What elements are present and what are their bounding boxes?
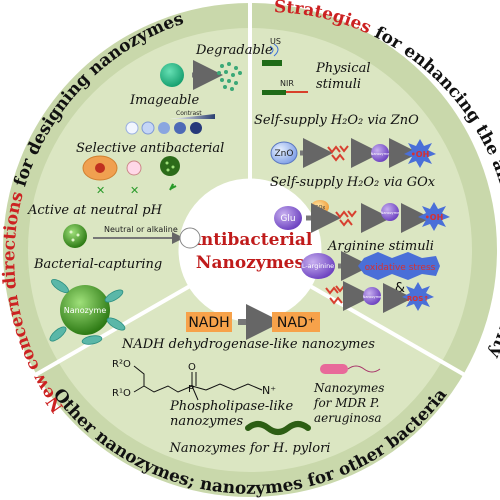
ultrasound-probe-icon xyxy=(262,60,282,66)
center-title-line1: Antibacterial xyxy=(187,230,313,250)
nanozyme-chip-1 xyxy=(371,144,389,162)
o-label: O xyxy=(188,362,196,373)
p-label: P xyxy=(188,384,194,395)
us-label: US xyxy=(270,37,281,46)
contrast-label: Contrast xyxy=(176,110,202,117)
p-aeruginosa-icon xyxy=(320,364,348,374)
zno-title: Self-supply H₂O₂ via ZnO xyxy=(254,113,419,128)
captured-bacteria-icons xyxy=(49,278,126,345)
selective-label: Selective antibacterial xyxy=(76,141,224,156)
nad-box xyxy=(272,312,320,332)
contrast-level-4-icon xyxy=(174,122,186,134)
neutral-alkaline-label: Neutral or alkaline xyxy=(104,225,178,234)
mdr-label-line1: Nanozymes xyxy=(313,381,384,395)
nadh-box xyxy=(186,312,232,332)
phospho-label-line1: Phospholipase-like xyxy=(169,399,293,414)
contrast-level-1-icon xyxy=(125,121,139,135)
bacterium-pink-icon xyxy=(126,160,142,176)
gox-title: Self-supply H₂O₂ via GOx xyxy=(270,175,436,190)
contrast-level-3-icon xyxy=(158,122,170,134)
n-label: N⁺ xyxy=(262,384,276,397)
glu-chip xyxy=(274,206,302,230)
phospholipid-structure-icon xyxy=(133,365,263,401)
center-circle xyxy=(178,178,322,322)
neutral-ph-label: Active at neutral pH xyxy=(27,203,163,218)
nanozyme-ball-label: Nanozyme xyxy=(64,306,107,315)
oh-label-2: •OH xyxy=(425,213,444,222)
hpylori-label: Nanozymes for H. pylori xyxy=(169,441,331,456)
divider-right xyxy=(309,284,471,380)
nir-label: NIR xyxy=(280,79,294,88)
degraded-dots-icon xyxy=(217,62,242,91)
gox-chip-label: GOx xyxy=(315,205,326,211)
nir-laser-icon xyxy=(262,90,286,95)
ultrasound-waves-icon xyxy=(269,43,279,57)
zno-chip-label: ZnO xyxy=(275,149,294,159)
check-mark-icon xyxy=(169,183,177,191)
ros-label: ROS↑ xyxy=(407,295,429,303)
larginine-chip-label: L-arginine xyxy=(302,262,334,270)
h-pylori-icon xyxy=(245,421,311,435)
h2o2-molecules-1-icon xyxy=(327,145,349,162)
oh-star-2-icon xyxy=(418,202,450,231)
physical-label-line1: Physical xyxy=(315,61,370,76)
arginine-title: Arginine stimuli xyxy=(327,239,434,254)
h2o2-molecules-3-icon xyxy=(325,285,345,305)
imageable-label: Imageable xyxy=(129,93,199,108)
nanozyme-chip-2-label: Nanozyme xyxy=(381,211,400,215)
cross-mark-2-icon: ✕ xyxy=(130,184,139,197)
h2o2-molecules-2-icon xyxy=(335,210,357,227)
nad-label: NAD⁺ xyxy=(277,315,315,331)
nanozyme-chip-1-label: Nanozyme xyxy=(371,152,390,156)
contrast-level-5-icon xyxy=(190,122,202,134)
contrast-wedge-icon xyxy=(170,114,215,119)
flagellum-icon xyxy=(347,365,381,373)
contrast-level-2-icon xyxy=(141,121,155,135)
center-title-line2: Nanozymes xyxy=(196,253,304,273)
capturing-label: Bacterial-capturing xyxy=(33,257,162,272)
nadh-label: NADH xyxy=(188,315,229,331)
cell-nucleus-icon xyxy=(95,163,105,173)
nanozyme-capture-ball xyxy=(60,285,110,335)
bottom-sector: NADH NAD⁺ NADH dehydrogenase-like nanozy… xyxy=(112,304,384,456)
nanozyme-chip-2 xyxy=(381,203,399,221)
nanozyme-chip-3 xyxy=(363,287,381,305)
r2-label: R²O xyxy=(112,359,131,370)
nadh-caption: NADH dehydrogenase-like nanozymes xyxy=(121,337,375,352)
left-sector: Degradable Imageable Contrast Selective … xyxy=(27,43,273,345)
ros-star-icon xyxy=(402,282,434,311)
larginine-chip xyxy=(301,253,335,279)
mdr-label-line3: aeruginosa xyxy=(314,411,382,425)
degradable-label: Degradable xyxy=(195,43,273,58)
bacterium-dark-icon xyxy=(160,156,180,176)
oxidative-label: oxidative stress xyxy=(365,263,436,273)
phospho-label-line2: nanozymes xyxy=(170,414,244,429)
r1-label: R¹O xyxy=(112,388,131,399)
neutral-target-icon xyxy=(179,227,201,249)
oh-star-1-icon xyxy=(404,139,436,168)
right-sector: US NIR Physical stimuli Self-supply H₂O₂… xyxy=(254,37,450,313)
oxidative-burst-icon xyxy=(358,252,440,280)
degradable-particle-icon xyxy=(160,63,184,87)
glu-chip-label: Glu xyxy=(280,214,295,224)
physical-label-line2: stimuli xyxy=(316,77,361,92)
oh-label-1: •OH xyxy=(411,150,430,159)
ampersand-label: & xyxy=(395,281,405,296)
cross-mark-1-icon: ✕ xyxy=(96,184,105,197)
mdr-label-line2: for MDR P. xyxy=(313,396,379,410)
nanozyme-chip-3-label: Nanozyme xyxy=(363,295,382,299)
zno-chip xyxy=(270,141,298,165)
nanozyme-small-icon xyxy=(63,224,87,248)
divider-left xyxy=(29,284,191,380)
